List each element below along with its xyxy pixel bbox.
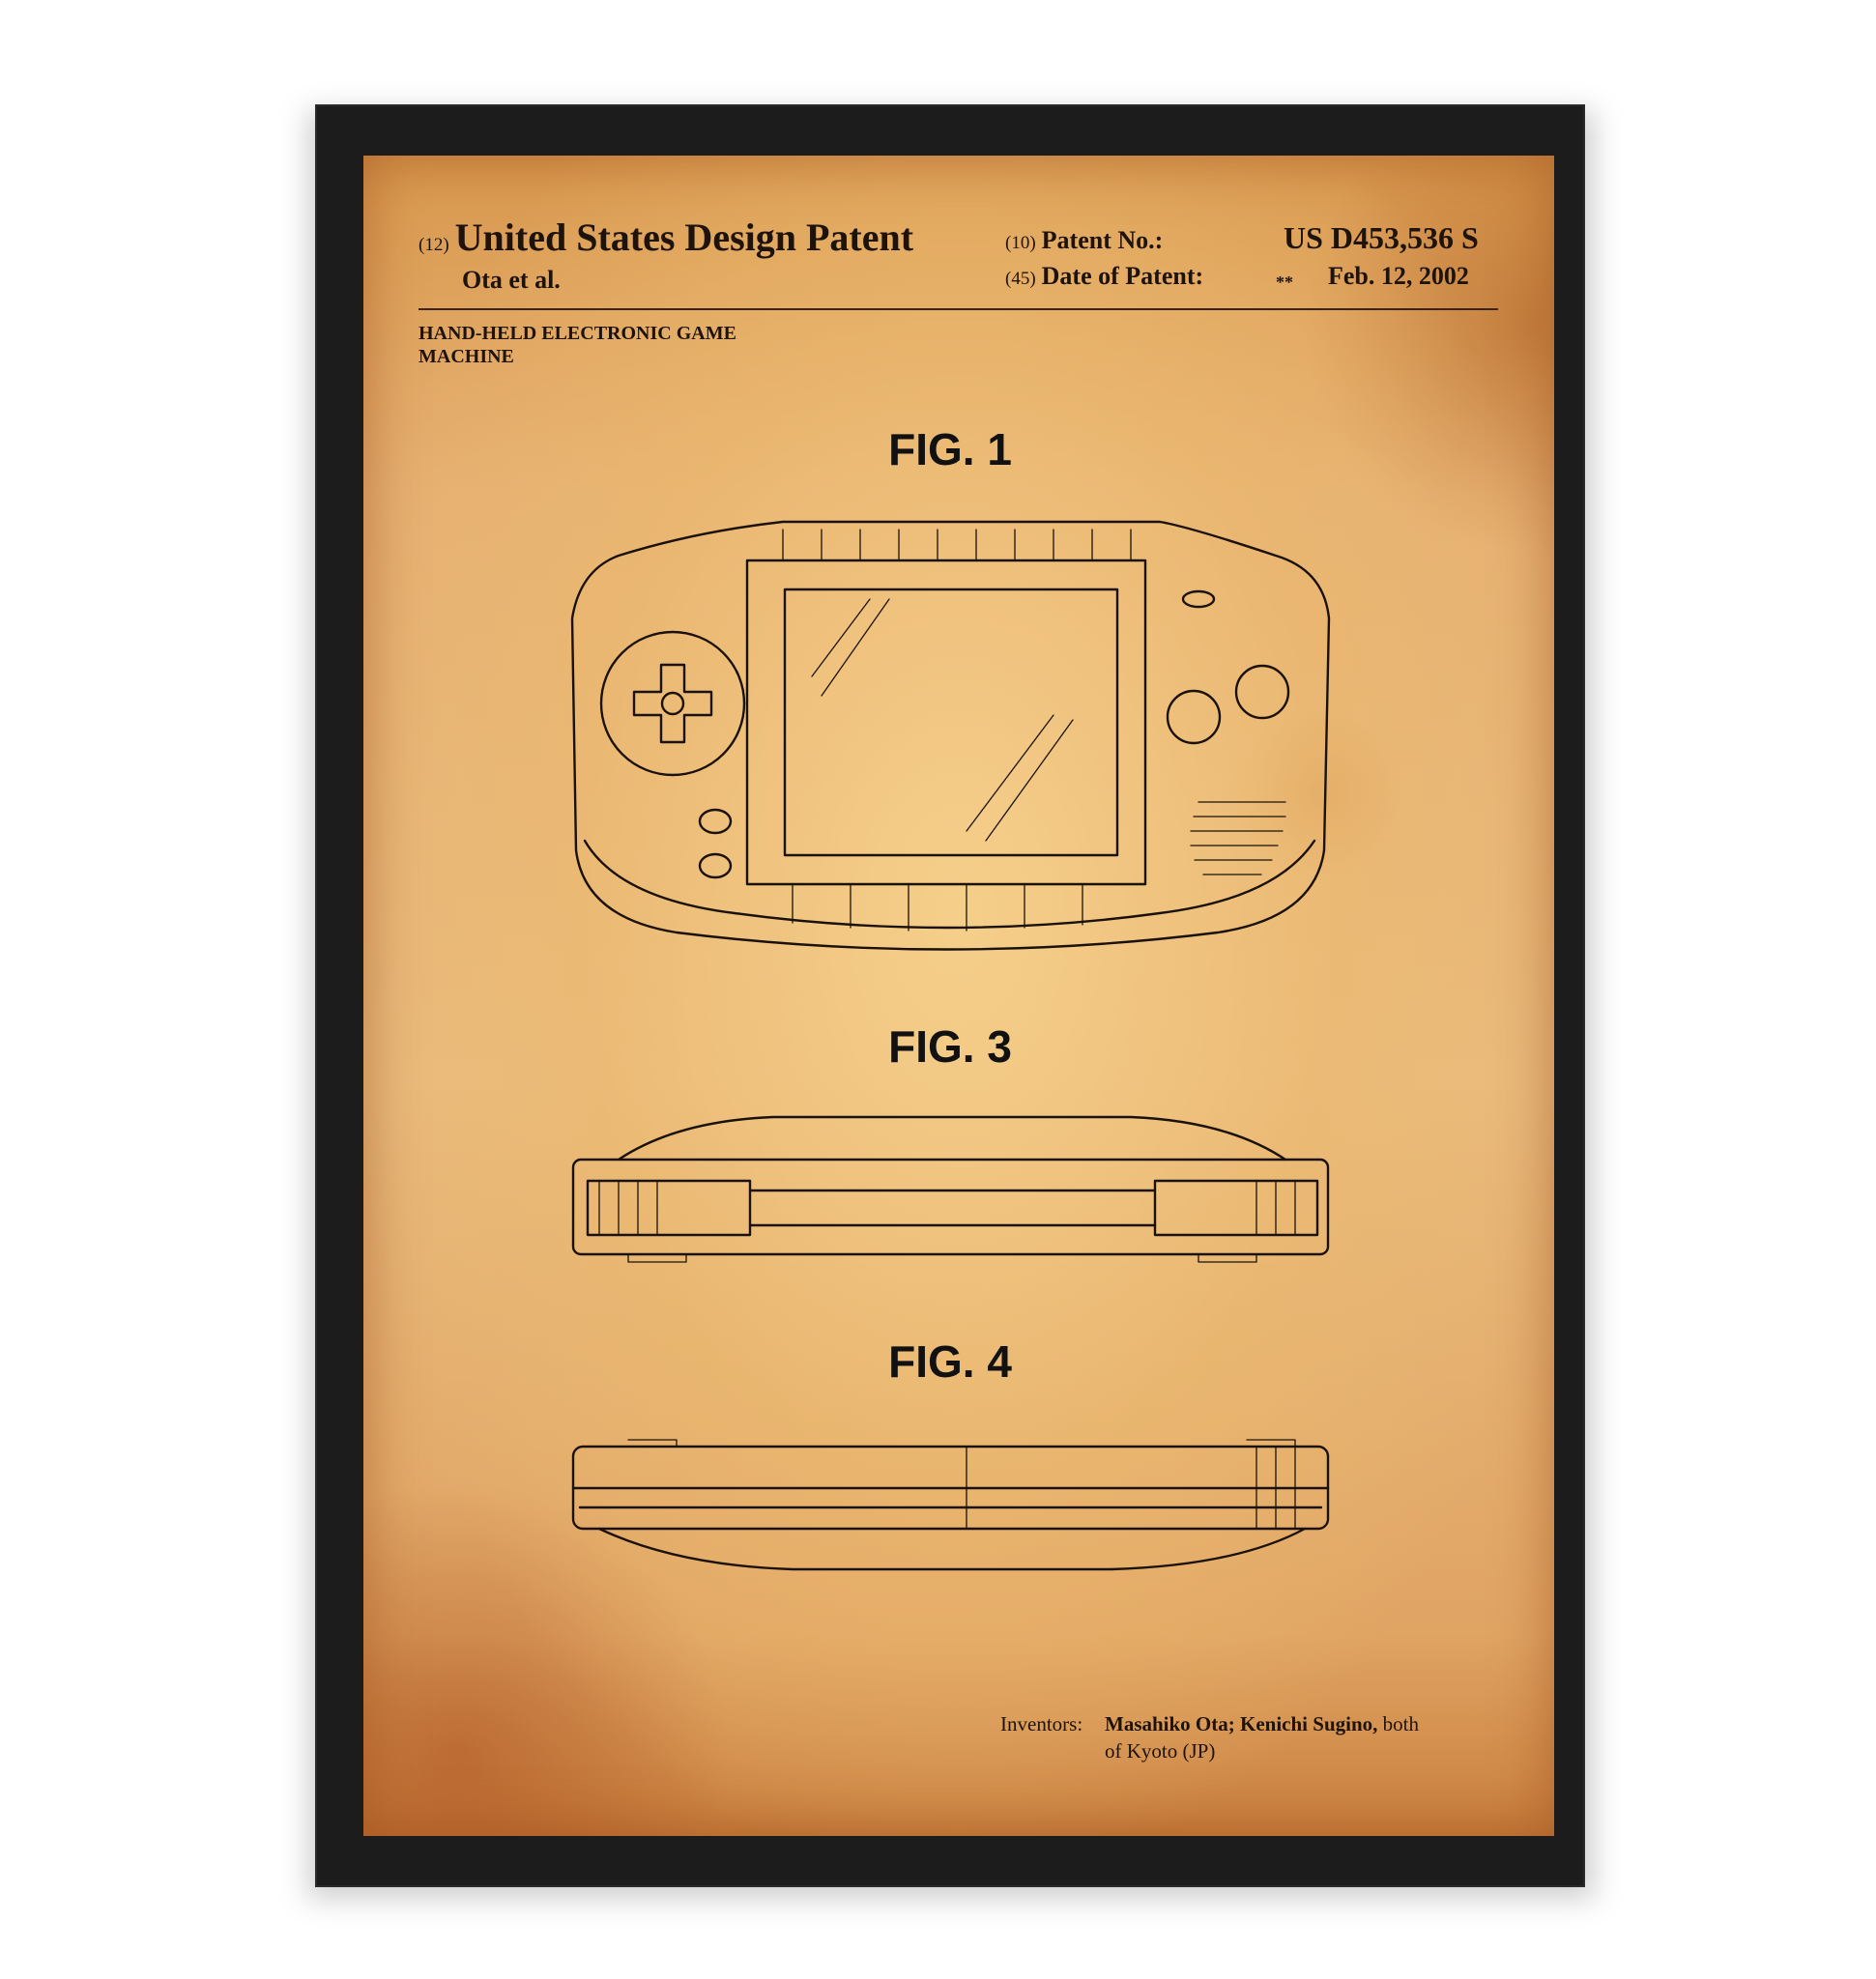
date-code: (45) xyxy=(1005,269,1036,289)
patent-title: (12)United States Design Patent xyxy=(418,215,913,260)
date-label-text: Date of Patent: xyxy=(1041,262,1204,290)
figure-3-top-view xyxy=(571,1115,1330,1263)
figure-4-bottom-view xyxy=(571,1439,1330,1571)
inventors-block: Inventors:Masahiko Ota; Kenichi Sugino, … xyxy=(1000,1710,1419,1764)
inventors-location: of Kyoto (JP) xyxy=(1105,1739,1216,1763)
assignee-line: Ota et al. xyxy=(462,266,561,294)
figure-1-label: FIG. 1 xyxy=(888,424,1012,474)
date-label: (45)Date of Patent: xyxy=(1005,262,1203,291)
patent-number-label: (10)Patent No.: xyxy=(1005,226,1163,255)
patent-number: US D453,536 S xyxy=(1284,220,1479,255)
header-divider xyxy=(418,308,1498,310)
title-number: (12) xyxy=(418,235,449,255)
subject-line-2: MACHINE xyxy=(418,346,514,367)
inventors-label: Inventors: xyxy=(1000,1712,1083,1735)
figure-4-label: FIG. 4 xyxy=(888,1336,1012,1387)
figure-1-front-view xyxy=(570,520,1331,951)
figure-3-label: FIG. 3 xyxy=(888,1021,1012,1072)
inventor-names: Masahiko Ota; Kenichi Sugino, xyxy=(1105,1712,1378,1735)
patent-paper xyxy=(363,156,1554,1836)
patent-number-code: (10) xyxy=(1005,233,1036,253)
title-text: United States Design Patent xyxy=(454,215,914,259)
date-marker: ** xyxy=(1276,272,1293,292)
subject-line-1: HAND-HELD ELECTRONIC GAME xyxy=(418,323,736,344)
patent-number-label-text: Patent No.: xyxy=(1041,226,1164,254)
inventors-tail: both xyxy=(1382,1712,1419,1735)
patent-date: Feb. 12, 2002 xyxy=(1328,262,1469,290)
